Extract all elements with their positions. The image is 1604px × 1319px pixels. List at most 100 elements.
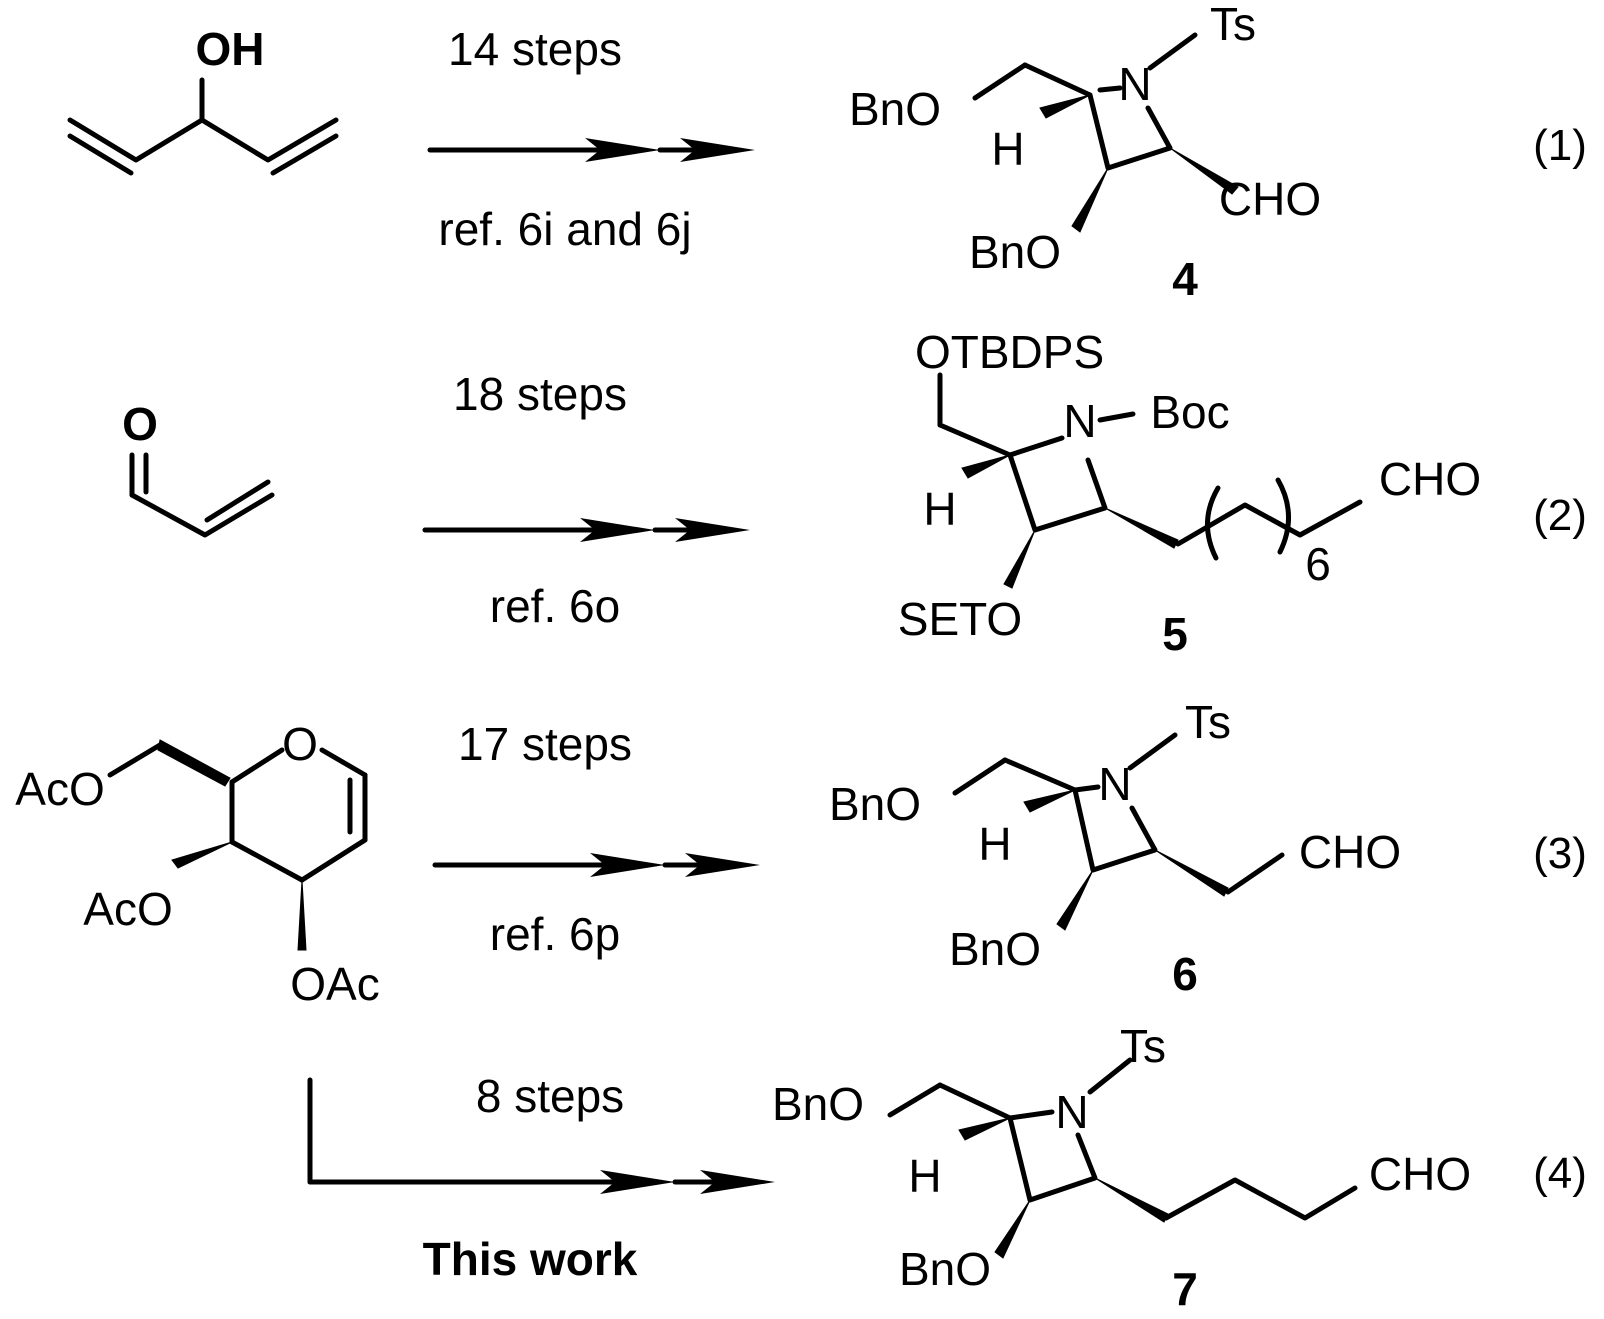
h-wedge-bond [958, 1117, 1011, 1141]
arrow-head-1 [590, 853, 665, 877]
obn-wedge-bond [1071, 167, 1109, 233]
equation-number: (1) [1533, 121, 1587, 170]
azetidine-ring [1087, 92, 1173, 171]
cho-label: CHO [1369, 1148, 1471, 1200]
o-ch2-bond [107, 742, 163, 778]
compound-number: 5 [1162, 608, 1188, 660]
cho-label: CHO [1219, 173, 1321, 225]
oh-label: OH [196, 23, 265, 75]
oac-wedge-bond [171, 841, 233, 869]
obn-wedge-bond [1056, 869, 1094, 931]
reaction-arrow-2: 18 steps ref. 6o [422, 368, 750, 632]
cho-wedge-bond [1169, 147, 1239, 195]
vinyl-double-bond-right [270, 133, 339, 176]
reaction-1: OH 14 steps ref. 6i and 6j Ts N BnO H CH… [67, 0, 1587, 305]
arrow-head-2 [675, 518, 750, 542]
otbdps-label: OTBDPS [915, 326, 1104, 378]
n-ts-bond [1147, 32, 1198, 71]
o-label: O [122, 398, 158, 450]
butyl-chain-bond [1163, 1177, 1358, 1221]
reference-label: ref. 6p [490, 908, 620, 960]
obn-wedge-bond [994, 1199, 1031, 1259]
n-label: N [1063, 395, 1096, 447]
equation-number: (2) [1533, 491, 1587, 540]
h-wedge-bond [1039, 94, 1091, 119]
reference-label: ref. 6i and 6j [438, 203, 691, 255]
bno-label: BnO [969, 226, 1061, 278]
reaction-2: O 18 steps ref. 6o OTBDPS N Boc H CHO 6 … [122, 326, 1587, 660]
ring-bond [299, 837, 368, 883]
ch2-o-bond [972, 62, 1028, 101]
boc-label: Boc [1150, 386, 1229, 438]
bno-label: BnO [772, 1078, 864, 1130]
arrow-head-1 [580, 518, 655, 542]
product-7: Ts N BnO H CHO BnO 7 [772, 1020, 1471, 1315]
ch2-wedge-bond [157, 739, 231, 787]
bno-label: BnO [829, 778, 921, 830]
aco-label: AcO [83, 883, 172, 935]
cho-label: CHO [1379, 453, 1481, 505]
ring-o-bond [229, 747, 285, 785]
steps-label: 14 steps [448, 23, 622, 75]
ts-label: Ts [1185, 696, 1231, 748]
vinyl-double-bond [204, 479, 271, 523]
bno-label: BnO [899, 1243, 991, 1295]
bno-label: BnO [949, 923, 1041, 975]
azetidine-ring [1072, 787, 1158, 873]
ch2-c-bond [937, 422, 1013, 458]
product-5: OTBDPS N Boc H CHO 6 SETO 5 [898, 326, 1481, 660]
h-label: H [923, 483, 956, 535]
equation-number: (4) [1533, 1149, 1587, 1198]
ch2-o-bond [887, 1082, 943, 1118]
n-ts-bond [1127, 732, 1178, 771]
reference-label: ref. 6o [490, 580, 620, 632]
chain-wedge-bond [1104, 507, 1179, 549]
compound-number: 4 [1172, 253, 1198, 305]
chain-wedge-bond [1094, 1177, 1169, 1223]
reaction-arrow-1: 14 steps ref. 6i and 6j [427, 23, 755, 255]
arrow-head-2 [700, 1170, 775, 1194]
arrow-head-2 [685, 853, 760, 877]
vinyl-double-bond-left [67, 133, 134, 176]
azetidine-ring [1007, 452, 1108, 533]
reaction-4: 8 steps This work Ts N BnO H CHO BnO 7 [307, 1020, 1587, 1315]
h-label: H [978, 818, 1011, 870]
repeat-bracket-left [1205, 485, 1221, 561]
steps-label: 18 steps [453, 368, 627, 420]
azetidine-ring [1007, 1115, 1098, 1203]
acrolein-chain-bond [129, 492, 275, 538]
product-4: Ts N BnO H CHO BnO 4 [849, 0, 1321, 305]
steps-label: 17 steps [458, 718, 632, 770]
arrow-head-2 [680, 138, 755, 162]
aco-label: AcO [15, 763, 104, 815]
h-label: H [991, 123, 1024, 175]
n-label: N [1118, 58, 1151, 110]
oset-wedge-bond [1003, 529, 1036, 589]
ch2-o-bond [952, 757, 1008, 796]
n-label: N [1098, 758, 1131, 810]
starting-material-1: OH [67, 23, 339, 176]
arrow-head-1 [600, 1170, 675, 1194]
o-label: O [282, 718, 318, 770]
ring-bond [229, 839, 305, 883]
alkyl-chain-bond [1175, 499, 1363, 547]
repeat-count-label: 6 [1305, 538, 1331, 590]
n-ts-bond [1087, 1057, 1133, 1095]
ch2-bond [937, 1082, 1013, 1121]
n-label: N [1055, 1086, 1088, 1138]
product-6: Ts N BnO H CHO BnO 6 [829, 696, 1401, 1000]
oac-wedge-bond-2 [297, 879, 307, 951]
compound-number: 7 [1172, 1263, 1198, 1315]
ring-bond-c-n [1007, 435, 1065, 458]
ch2-wedge-bond [1154, 849, 1229, 897]
cho-label: CHO [1299, 826, 1401, 878]
ring-bond-c-n [1097, 85, 1123, 93]
h-wedge-bond [1023, 789, 1076, 813]
reaction-3: AcO O AcO OAc 17 steps ref. 6p Ts [15, 696, 1587, 1010]
ch2-bond [1002, 757, 1078, 793]
starting-material-glucal: AcO O AcO OAc [15, 718, 379, 1010]
h-wedge-bond [961, 454, 1011, 479]
ch2-cho-bond [1225, 852, 1285, 895]
ch2-bond [1022, 62, 1093, 98]
